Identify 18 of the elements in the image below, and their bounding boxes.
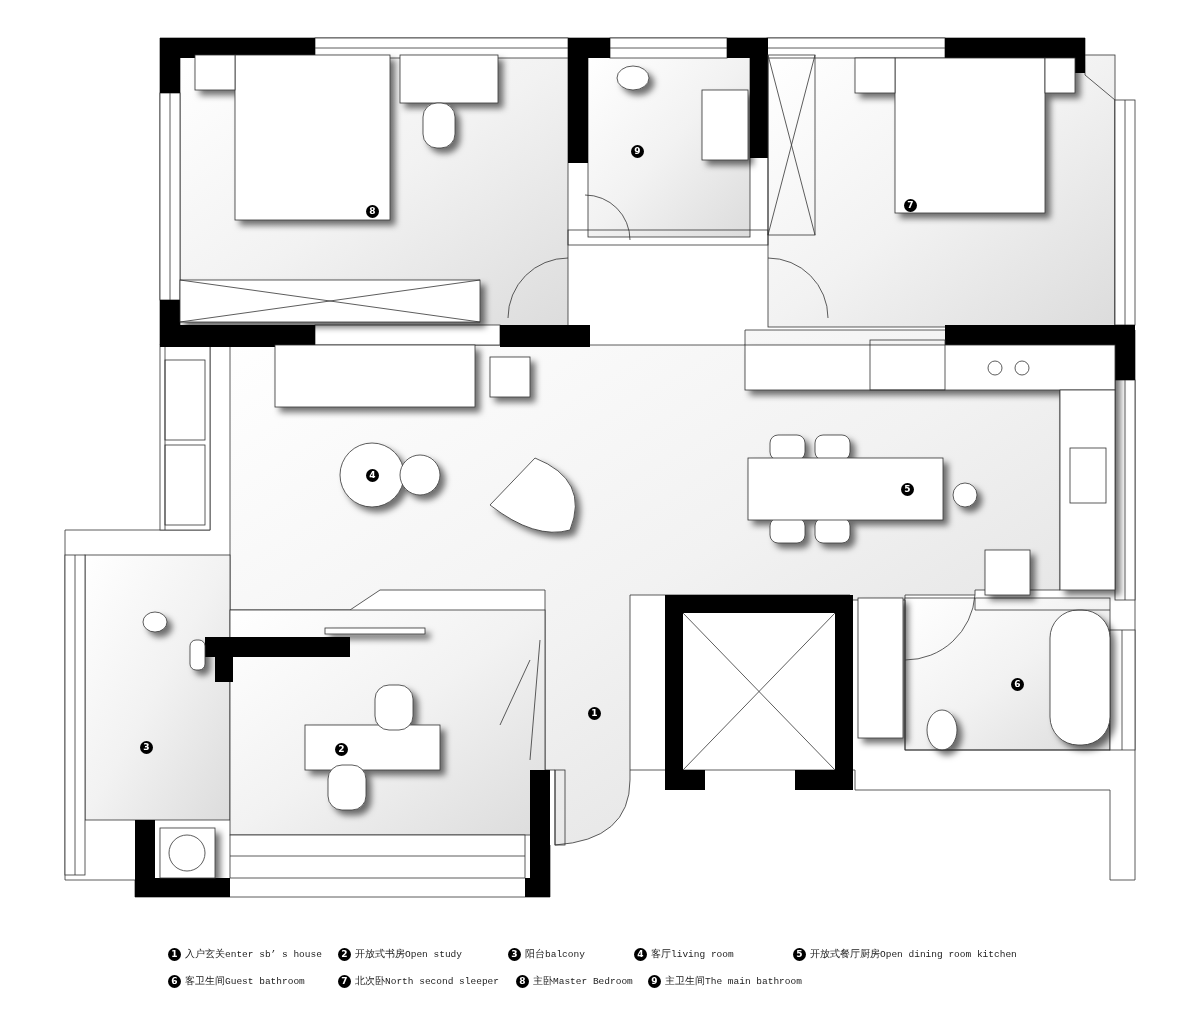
callout-number: 5 bbox=[793, 948, 806, 961]
legend-text: 客卫生间Guest bathroom bbox=[185, 975, 305, 989]
legend-text: 北次卧North second sleeper bbox=[355, 975, 500, 989]
legend-text: 开放式餐厅厨房Open dining room kitchen bbox=[810, 948, 1017, 962]
callout-number: 8 bbox=[516, 975, 529, 988]
callout-number: 7 bbox=[338, 975, 351, 988]
legend-text: 阳台balcony bbox=[525, 948, 585, 962]
legend-text: 入户玄关enter sb’ s house bbox=[185, 948, 322, 962]
callout-number: 9 bbox=[648, 975, 661, 988]
callout-number: 4 bbox=[634, 948, 647, 961]
legend-text: 主卧Master Bedroom bbox=[533, 975, 633, 989]
callout-number: 3 bbox=[508, 948, 521, 961]
legend-text: 客厅living room bbox=[651, 948, 734, 962]
legend-text: 开放式书房Open study bbox=[355, 948, 462, 962]
callout-number: 6 bbox=[168, 975, 181, 988]
legend-text: 主卫生间The main bathroom bbox=[665, 975, 802, 989]
callout-number: 1 bbox=[168, 948, 181, 961]
callout-number: 2 bbox=[338, 948, 351, 961]
